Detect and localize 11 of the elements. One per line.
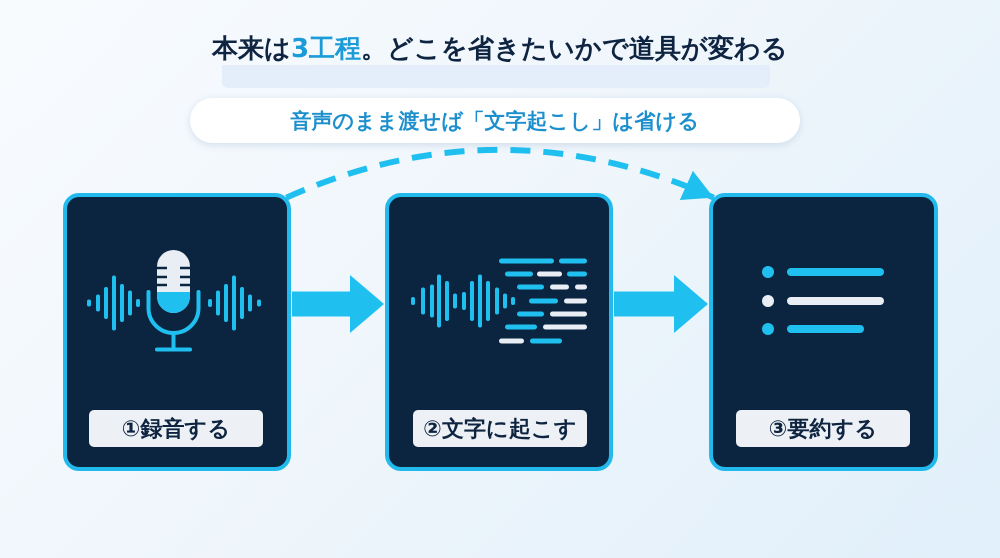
edge-label: 音声のまま渡せば「文字起こし」は省ける <box>190 98 800 143</box>
title: 本来は3工程。どこを省きたいかで道具が変わる <box>212 35 788 63</box>
step-card <box>63 193 291 471</box>
step-label: ②文字に起こす <box>413 410 587 447</box>
step-card <box>385 193 613 471</box>
step-label: ①録音する <box>89 410 263 447</box>
block-arrow <box>614 275 708 333</box>
step-card <box>709 193 938 471</box>
step-label: ③要約する <box>736 410 910 447</box>
dashed-arrow <box>285 146 715 202</box>
block-arrow <box>292 275 384 333</box>
